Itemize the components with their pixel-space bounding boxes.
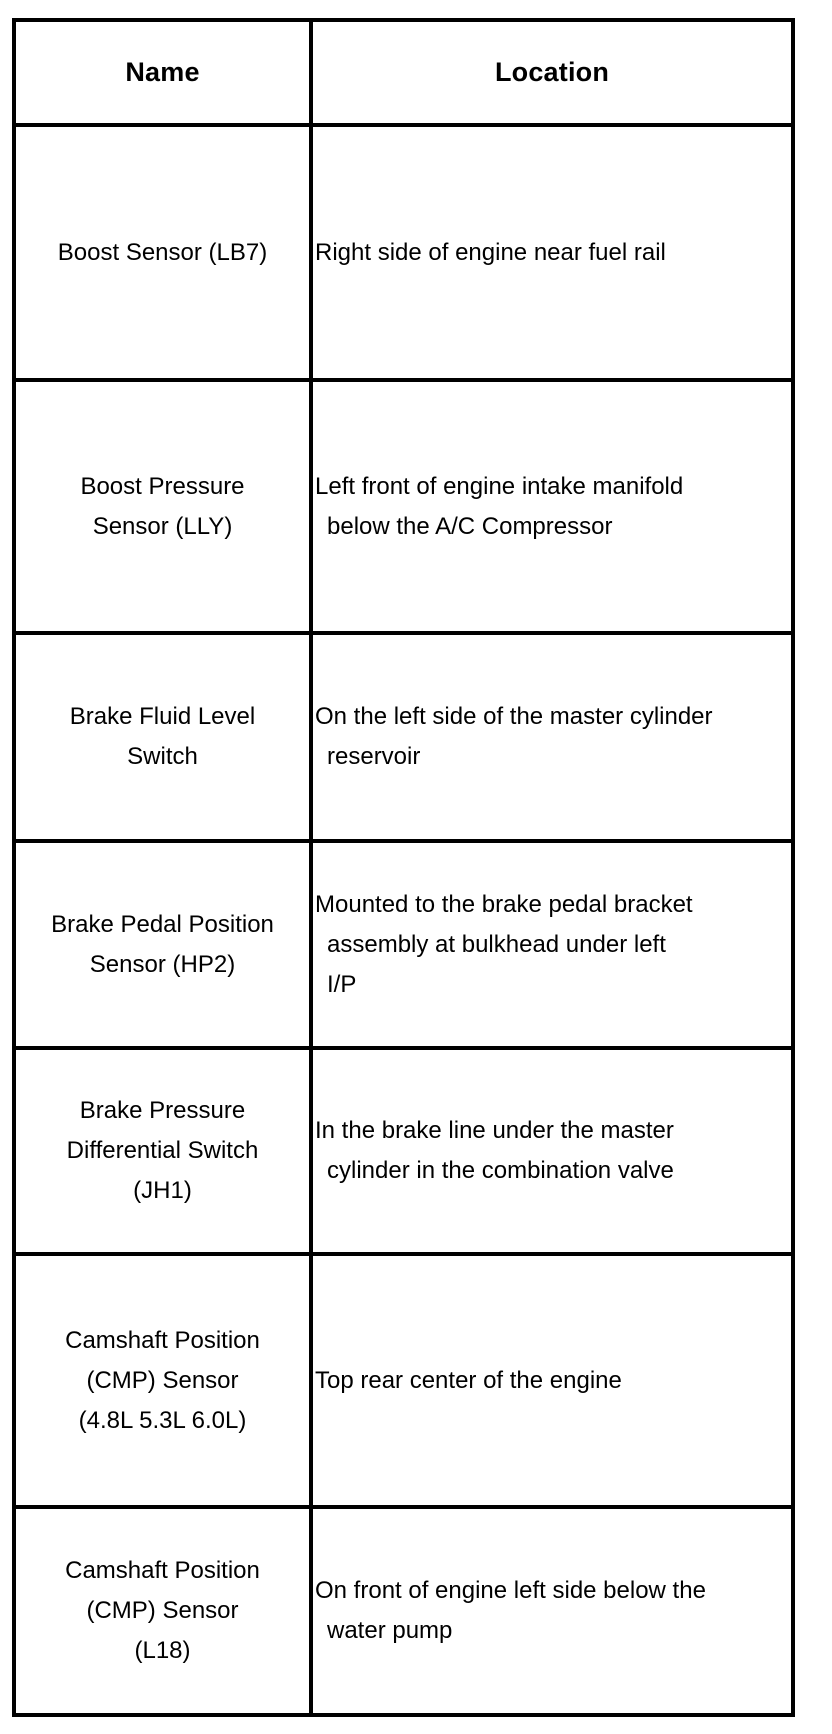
table-row-camshaft-position-sensor-48l-53l-60l: Camshaft Position (CMP) Sensor (4.8L 5.3…	[12, 1252, 795, 1509]
sensor-location: Mounted to the brake pedal bracket assem…	[309, 839, 795, 1050]
sensor-location: Top rear center of the engine	[309, 1252, 795, 1509]
sensor-name: Camshaft Position (CMP) Sensor (L18)	[12, 1505, 313, 1717]
sensor-name: Camshaft Position (CMP) Sensor (4.8L 5.3…	[12, 1252, 313, 1509]
sensor-location: Left front of engine intake manifold bel…	[309, 378, 795, 635]
sensor-location: In the brake line under the master cylin…	[309, 1046, 795, 1256]
sensor-location: Right side of engine near fuel rail	[309, 123, 795, 382]
sensor-location: On front of engine left side below the w…	[309, 1505, 795, 1717]
header-row: Name Location	[12, 18, 795, 127]
table-row-boost-pressure-sensor-lly: Boost Pressure Sensor (LLY) Left front o…	[12, 378, 795, 635]
sensor-name: Brake Fluid Level Switch	[12, 631, 313, 843]
table-row-brake-pressure-differential-switch-jh1: Brake Pressure Differential Switch (JH1)…	[12, 1046, 795, 1256]
sensor-name: Boost Pressure Sensor (LLY)	[12, 378, 313, 635]
column-header-name: Name	[12, 18, 313, 127]
table-row-brake-fluid-level-switch: Brake Fluid Level Switch On the left sid…	[12, 631, 795, 843]
table-row-camshaft-position-sensor-l18: Camshaft Position (CMP) Sensor (L18) On …	[12, 1505, 795, 1717]
sensor-location-table: Name Location Boost Sensor (LB7) Right s…	[12, 18, 795, 1717]
table-row-boost-sensor-lb7: Boost Sensor (LB7) Right side of engine …	[12, 123, 795, 382]
table-row-brake-pedal-position-sensor-hp2: Brake Pedal Position Sensor (HP2) Mounte…	[12, 839, 795, 1050]
sensor-location: On the left side of the master cylinder …	[309, 631, 795, 843]
sensor-name: Brake Pedal Position Sensor (HP2)	[12, 839, 313, 1050]
column-header-location: Location	[309, 18, 795, 127]
sensor-name: Brake Pressure Differential Switch (JH1)	[12, 1046, 313, 1256]
sensor-name: Boost Sensor (LB7)	[12, 123, 313, 382]
